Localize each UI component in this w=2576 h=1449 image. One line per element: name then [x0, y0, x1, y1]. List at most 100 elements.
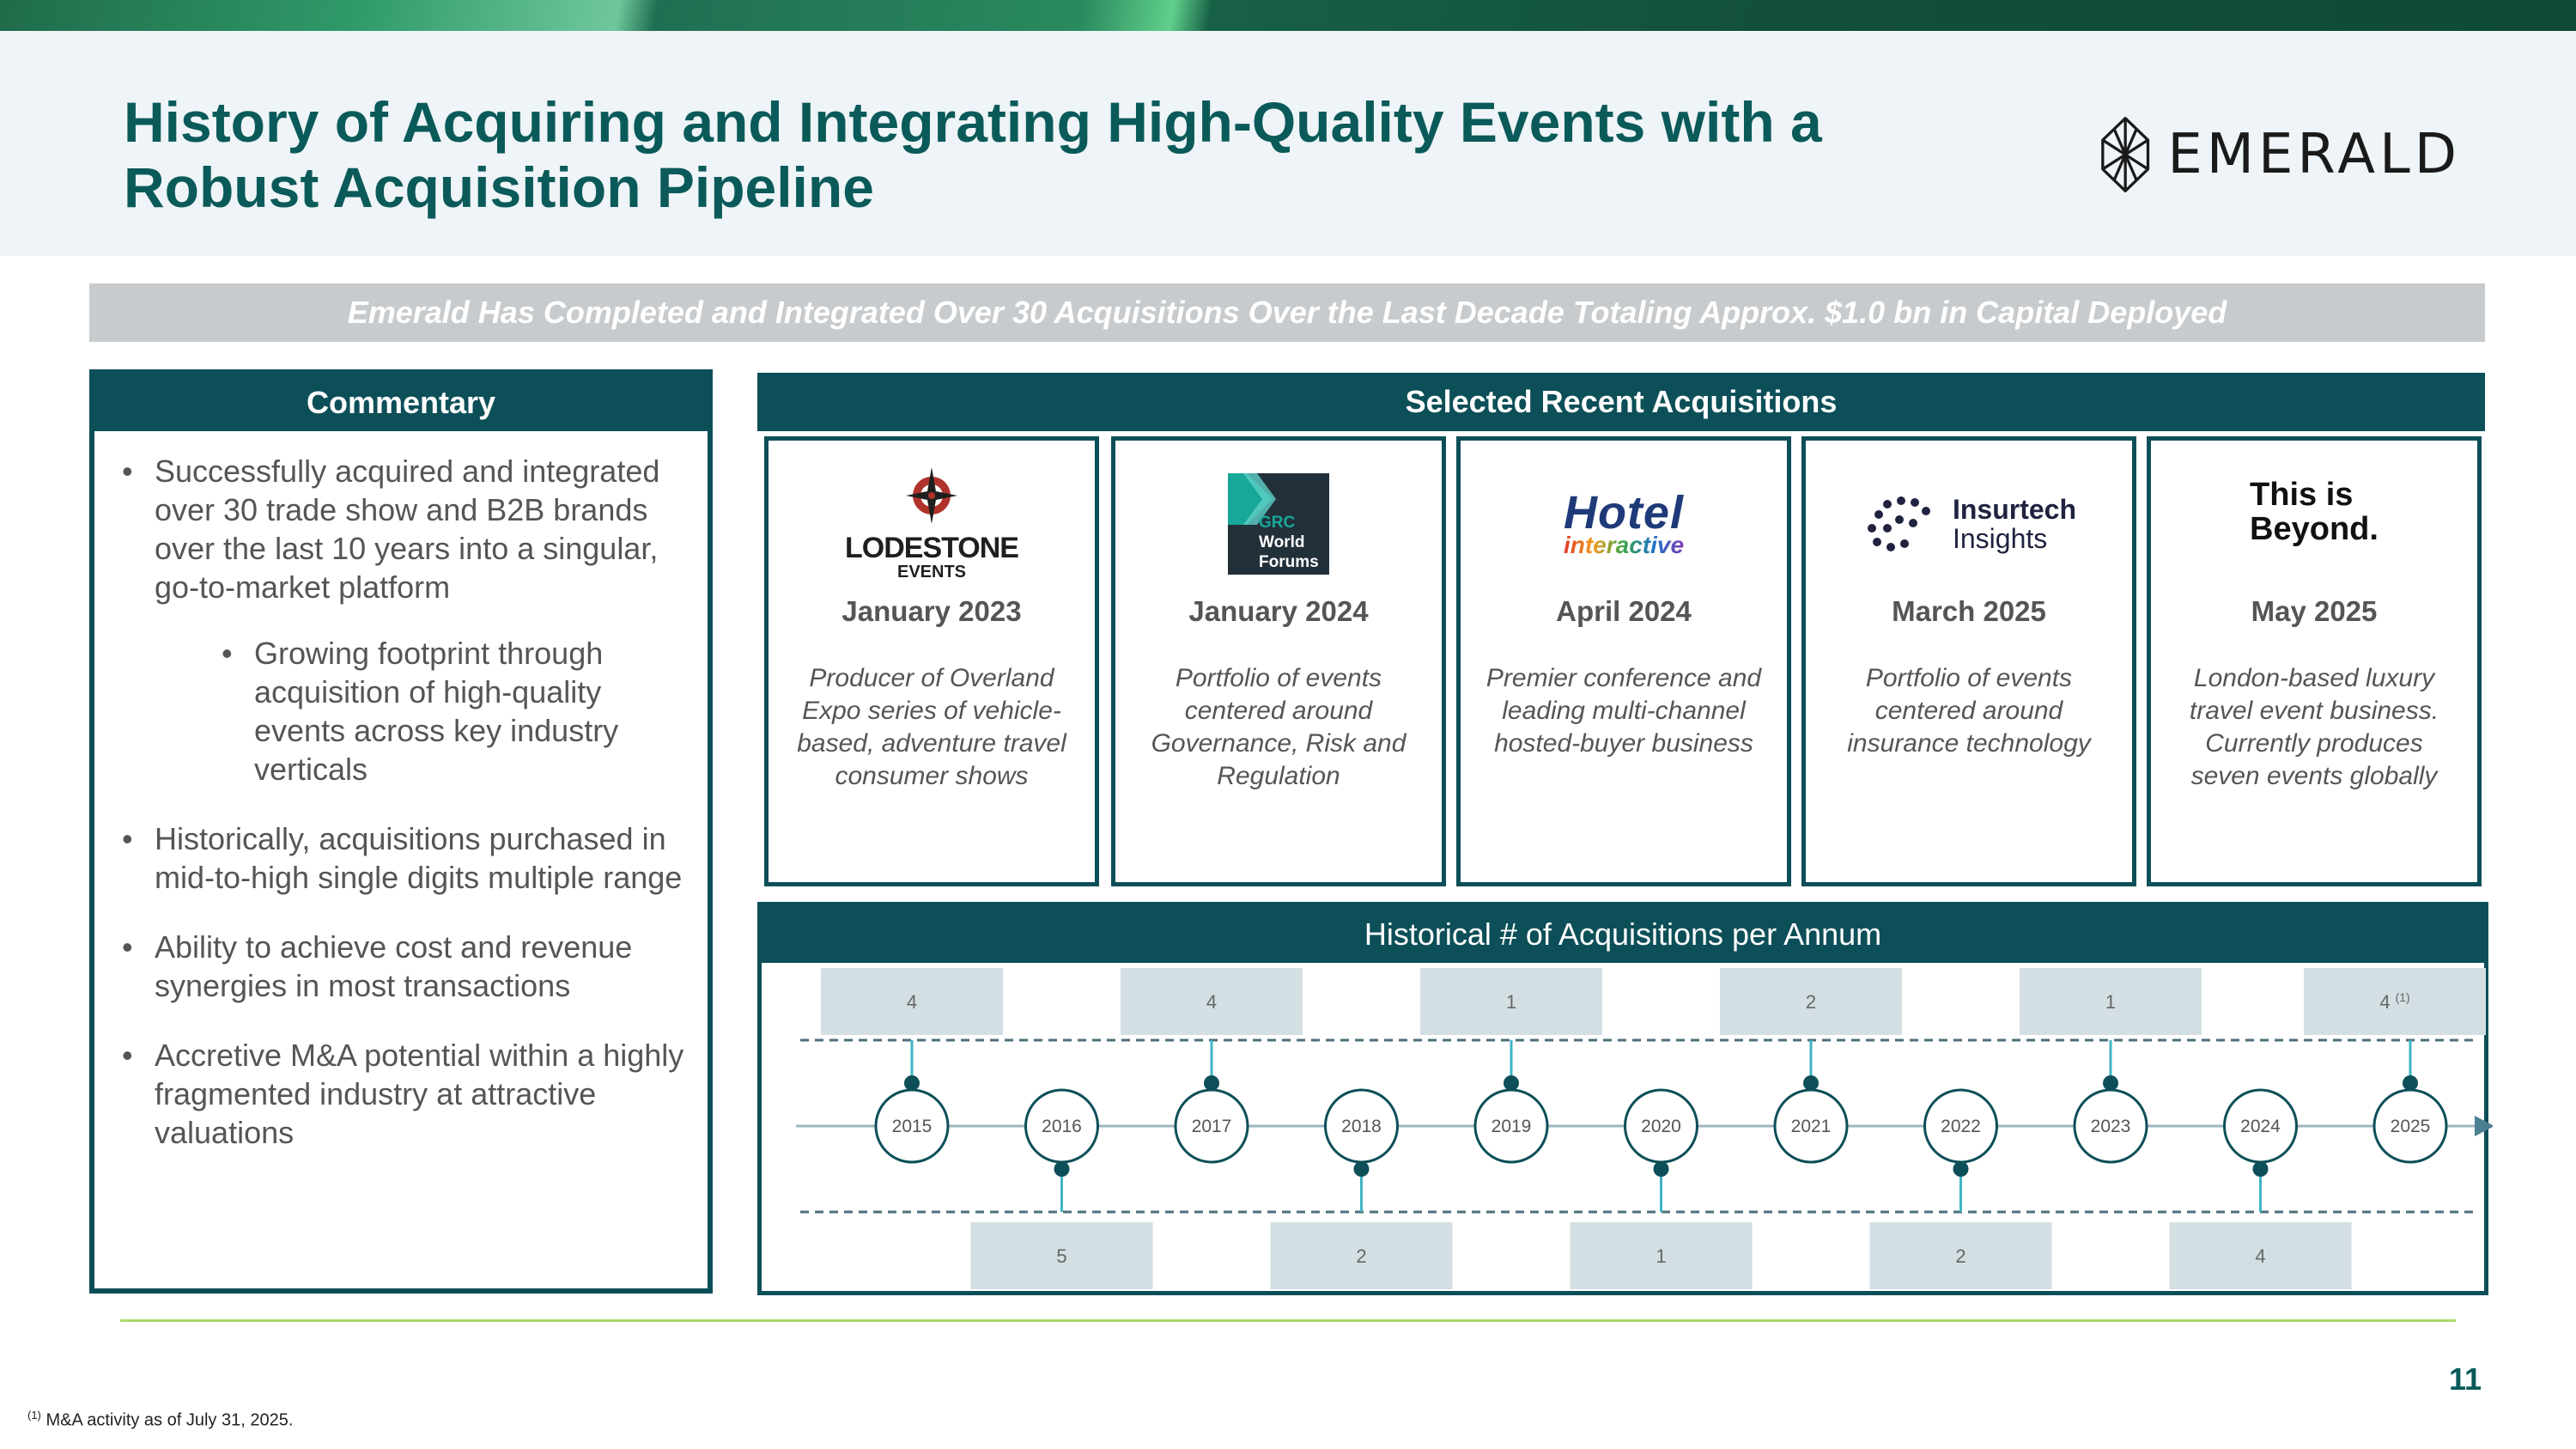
acquisition-count-label: 1	[1506, 991, 1516, 1013]
list-item: •Successfully acquired and integrated ov…	[112, 452, 687, 606]
acquisition-card-hotel-interactive: Hotel interactive April 2024 Premier con…	[1456, 436, 1791, 886]
acquisition-count-box	[821, 968, 1003, 1035]
acquisition-card-lodestone: LODESTONE EVENTS January 2023 Producer o…	[764, 436, 1099, 886]
lodestone-subword: EVENTS	[896, 562, 967, 581]
footnote: (1) M&A activity as of July 31, 2025.	[27, 1409, 293, 1431]
acquisition-count-label: 1	[2105, 991, 2116, 1013]
timeline-arrow	[2475, 1116, 2493, 1136]
beyond-wordmark: Beyond.	[2250, 511, 2379, 547]
acquisition-description: Portfolio of events centered around insu…	[1847, 664, 2091, 758]
connector-dot	[1353, 1161, 1370, 1177]
grc-world-text: World	[1259, 533, 1305, 551]
footnote-mark: (1)	[27, 1409, 41, 1422]
commentary-text: Accretive M&A potential within a highly …	[155, 1038, 684, 1150]
year-label: 2018	[1341, 1117, 1382, 1136]
commentary-text: Ability to achieve cost and revenue syne…	[155, 929, 633, 1003]
emerald-gem-icon	[2101, 117, 2150, 192]
insurtech-wordmark: Insurtech	[1952, 494, 2077, 525]
year-node	[2073, 1088, 2148, 1164]
lodestone-wordmark: LODESTONE	[845, 531, 1019, 564]
connector-dot	[2103, 1075, 2118, 1091]
top-color-band	[0, 0, 2576, 31]
acquisition-date: January 2023	[841, 595, 1022, 627]
year-label: 2019	[1492, 1117, 1532, 1136]
acquisition-count-box	[2304, 968, 2486, 1035]
year-node	[1174, 1088, 1249, 1164]
acquisition-count-box	[2169, 1222, 2352, 1289]
list-item: •Accretive M&A potential within a highly…	[112, 1036, 687, 1152]
connector-dot	[2403, 1075, 2418, 1091]
acquisition-count-box	[1720, 968, 1902, 1035]
emerald-logo: EMERALD	[2100, 112, 2461, 198]
footnote-marker: (1)	[2396, 990, 2410, 1004]
commentary-list: •Successfully acquired and integrated ov…	[94, 431, 708, 1152]
historical-acquisitions-panel: Historical # of Acquisitions per Annum 4…	[757, 902, 2493, 1295]
connector-dot	[2252, 1161, 2269, 1177]
bullet-glyph: •	[122, 454, 133, 489]
acquisition-count-box	[1420, 968, 1602, 1035]
footer-divider	[120, 1319, 2456, 1322]
grc-world-forums-logo: GRC World Forums	[1115, 460, 1442, 588]
year-label: 2017	[1192, 1117, 1232, 1136]
list-item: •Historically, acquisitions purchased in…	[112, 819, 687, 897]
connector-dot	[1054, 1161, 1070, 1177]
acquisition-description: London-based luxury travel event busines…	[2189, 664, 2439, 790]
acquisition-count-label: 2	[1806, 991, 1816, 1013]
connector-dot	[1204, 1075, 1219, 1091]
acquisition-count-box	[2020, 968, 2202, 1035]
acquisition-date: March 2025	[1892, 595, 2046, 627]
insights-wordmark: Insights	[1952, 523, 2048, 554]
year-label: 2023	[2091, 1117, 2131, 1136]
year-label: 2022	[1941, 1117, 1981, 1136]
title-line-1: History of Acquiring and Integrating Hig…	[124, 90, 1822, 154]
acquisition-date: May 2025	[2251, 595, 2378, 627]
year-node	[1024, 1088, 1099, 1164]
year-label: 2025	[2391, 1117, 2431, 1136]
year-node	[874, 1088, 950, 1164]
acquisition-count-label: 4	[1206, 991, 1217, 1013]
acquisition-count-label: 1	[1656, 1245, 1666, 1267]
acquisition-count-box	[1121, 968, 1303, 1035]
year-label: 2015	[892, 1117, 933, 1136]
acquisition-card-grc: GRC World Forums January 2024 Portfolio …	[1111, 436, 1446, 886]
insurtech-insights-logo: Insurtech Insights	[1806, 460, 2132, 588]
acquisition-count-label: 2	[1356, 1245, 1366, 1267]
bullet-glyph: •	[122, 929, 133, 965]
selected-acquisitions-heading: Selected Recent Acquisitions	[757, 373, 2485, 431]
commentary-panel: Commentary •Successfully acquired and in…	[89, 369, 713, 1294]
page-title: History of Acquiring and Integrating Hig…	[124, 89, 2099, 220]
acquisition-timeline: 4201552016420172201812019120202202122022…	[796, 968, 2493, 1289]
acquisition-date: April 2024	[1556, 595, 1692, 627]
acquisition-count-box	[1570, 1222, 1753, 1289]
lodestone-logo: LODESTONE EVENTS	[769, 460, 1095, 588]
dotted-swirl-icon	[1867, 496, 1930, 551]
summary-banner: Emerald Has Completed and Integrated Ove…	[89, 283, 2485, 342]
acquisition-count-label: 2	[1955, 1245, 1965, 1267]
acquisition-description: Producer of Overland Expo series of vehi…	[797, 664, 1066, 790]
compass-icon	[906, 466, 957, 524]
connector-dot	[1504, 1075, 1519, 1091]
acquisition-count-box	[1270, 1222, 1453, 1289]
year-node	[1324, 1088, 1399, 1164]
year-node	[2372, 1088, 2448, 1164]
year-label: 2020	[1641, 1117, 1681, 1136]
connector-dot	[1953, 1161, 1969, 1177]
banner-text: Emerald Has Completed and Integrated Ove…	[347, 295, 2227, 330]
emerald-wordmark: EMERALD	[2167, 123, 2461, 186]
list-item: • Ability to achieve cost and revenue syn…	[112, 928, 687, 1005]
acquisition-count-box	[970, 1222, 1153, 1289]
year-node	[1923, 1088, 1998, 1164]
interactive-wordmark: interactive	[1563, 532, 1685, 558]
acquisition-description: Portfolio of events centered around Gove…	[1151, 664, 1406, 790]
year-label: 2021	[1791, 1117, 1832, 1136]
hotel-wordmark: Hotel	[1563, 487, 1684, 539]
list-item: •Growing footprint through acquisition o…	[112, 634, 687, 788]
connector-dot	[1653, 1161, 1669, 1177]
acquisition-count-label: 5	[1056, 1245, 1066, 1267]
grc-chevron-icon	[1228, 473, 1276, 525]
commentary-text: Growing footprint through acquisition of…	[254, 636, 619, 787]
bullet-glyph: •	[122, 821, 133, 856]
page-number: 11	[2448, 1361, 2482, 1397]
footnote-text: M&A activity as of July 31, 2025.	[46, 1410, 294, 1430]
year-node	[2223, 1088, 2298, 1164]
